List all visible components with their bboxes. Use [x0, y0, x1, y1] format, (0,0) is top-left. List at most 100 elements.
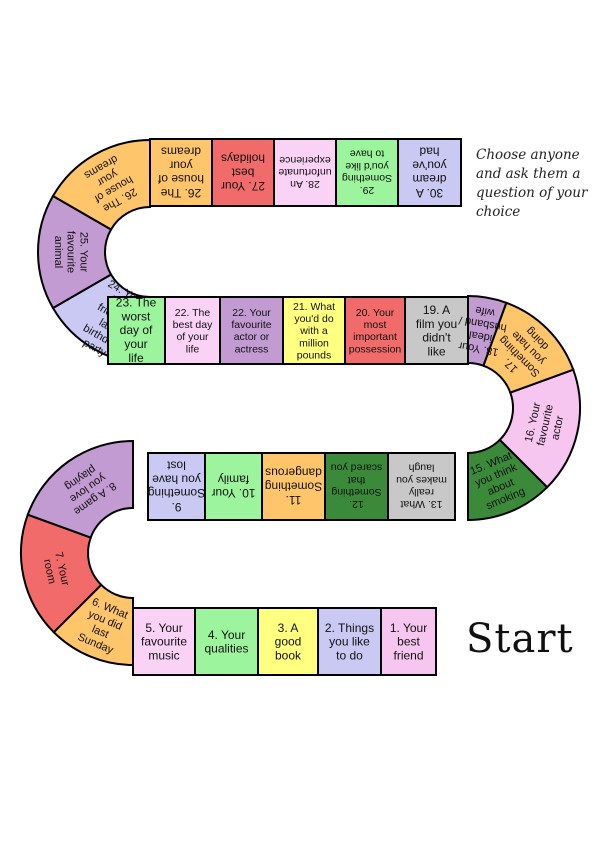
board-square-curved	[26, 439, 134, 539]
square-text: book	[275, 649, 302, 663]
square-text: best day	[173, 319, 213, 331]
square-text: life	[128, 351, 144, 365]
square-text: family	[218, 472, 249, 486]
square-text: 28. An	[290, 178, 320, 190]
board-square	[211, 138, 275, 207]
board-square-curved	[20, 513, 103, 634]
board-square-curved	[482, 301, 575, 394]
square-text: actress	[235, 343, 269, 355]
square-text: best	[397, 635, 420, 649]
board-square	[324, 452, 389, 521]
square-text: worst	[121, 309, 151, 323]
square-text: ideal	[468, 328, 493, 344]
square-text: 4. Your	[208, 628, 245, 642]
square-text: actor or	[234, 331, 270, 343]
square-text: 19. A	[423, 303, 450, 317]
square-text: scared you	[331, 462, 383, 474]
square-text: music	[148, 649, 179, 663]
square-text: 21. What	[293, 301, 335, 313]
square-text: 13. What	[400, 498, 442, 510]
square-text: Something	[148, 486, 205, 500]
square-text: you've	[412, 158, 447, 172]
board-square	[149, 138, 213, 207]
board-square-curved	[37, 194, 113, 310]
square-text: 12.	[349, 498, 364, 510]
square-text: wife	[474, 304, 496, 319]
square-text: laugh	[409, 462, 435, 474]
square-text: 2. Things	[325, 621, 374, 635]
square-text: 30. A	[416, 186, 443, 200]
board-square	[147, 452, 206, 521]
square-text: best	[231, 165, 254, 179]
square-text: 29.	[360, 184, 375, 196]
board-square	[397, 138, 462, 207]
square-text: with a	[299, 325, 328, 337]
board-square	[387, 452, 456, 521]
square-text: film you	[416, 317, 457, 331]
square-text: you have	[152, 472, 201, 486]
square-text: had	[419, 145, 439, 159]
board-instruction: Choose anyone and ask them a question of…	[476, 147, 588, 220]
square-text: 25. Your	[77, 232, 89, 273]
board-square	[404, 296, 469, 365]
square-text: your	[169, 158, 192, 172]
square-text: that	[348, 474, 366, 486]
square-text: lost	[167, 459, 186, 473]
square-text: experience	[279, 154, 331, 166]
square-text: to do	[336, 649, 363, 663]
square-text: you'd like	[345, 160, 389, 172]
square-text: most	[364, 319, 387, 331]
square-text: dangerous	[265, 466, 322, 480]
square-text: 27. Your	[221, 179, 265, 193]
square-text: good	[275, 635, 302, 649]
square-text: room	[41, 558, 58, 585]
square-text: 5. Your	[145, 621, 182, 635]
square-text: your	[124, 337, 147, 351]
square-text: animal	[52, 236, 64, 268]
square-text: 22. Your	[232, 307, 271, 319]
board-square-curved	[467, 294, 508, 367]
square-text: didn't	[422, 331, 451, 345]
board-square	[261, 452, 326, 521]
square-text: friend	[393, 649, 423, 663]
square-text: favourite	[65, 231, 77, 273]
board-square-curved	[498, 368, 581, 489]
board-square	[219, 296, 284, 365]
square-text: day of	[120, 323, 153, 337]
square-text: to have	[350, 148, 385, 160]
square-text: possession	[349, 343, 402, 355]
square-text: unfortunate	[278, 166, 331, 178]
square-text: qualities	[204, 642, 248, 656]
square-text: 11.	[286, 493, 302, 507]
board-square-curved	[467, 438, 549, 522]
square-text: holidays	[221, 152, 265, 166]
square-text: 9.	[171, 500, 181, 514]
square-text: favourite	[141, 635, 187, 649]
square-text: 23. The	[116, 296, 157, 310]
start-label: Start	[466, 616, 574, 662]
square-text: 10. Your	[211, 486, 255, 500]
square-text: million	[299, 337, 329, 349]
square-text: 3. A	[278, 621, 299, 635]
square-text: really	[408, 486, 434, 498]
square-text: pounds	[297, 349, 331, 361]
